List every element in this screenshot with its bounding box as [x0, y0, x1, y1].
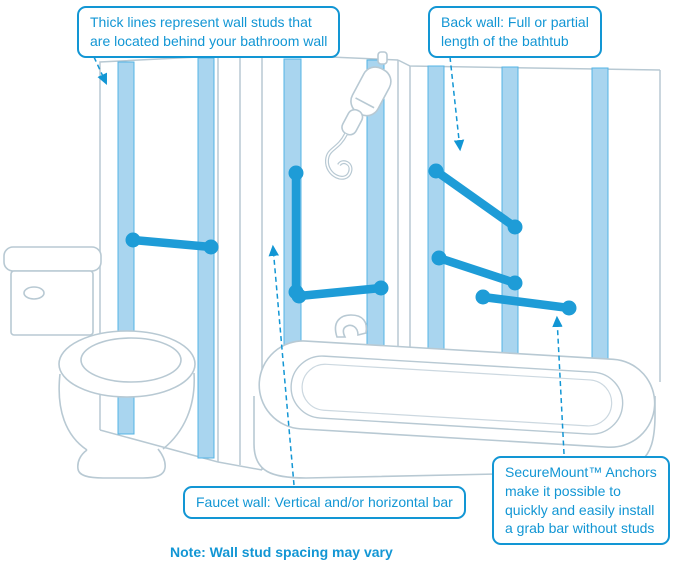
grab-bar	[428, 163, 523, 235]
shower-hose-highlight	[326, 133, 352, 179]
callout-wall-studs: Thick lines represent wall studs that ar…	[77, 6, 341, 58]
grab-bars	[125, 163, 577, 316]
wall-stud	[197, 57, 215, 459]
callout-line: are located behind your bathroom wall	[90, 32, 328, 49]
toilet-tank	[10, 270, 94, 336]
callout-line: Faucet wall: Vertical and/or horizontal …	[196, 494, 453, 510]
grab-bar	[431, 250, 523, 291]
callout-faucet-wall: Faucet wall: Vertical and/or horizontal …	[183, 486, 466, 519]
callout-line: a grab bar without studs	[505, 520, 655, 537]
tub-faucet	[334, 314, 368, 338]
grab-bar	[125, 232, 219, 255]
grab-bar	[291, 280, 389, 304]
note-text: Note: Wall stud spacing may vary	[170, 544, 393, 560]
grab-bar	[475, 289, 577, 316]
corner-panel-lines	[217, 54, 241, 465]
grab-bar	[288, 165, 304, 300]
leader-line-faucet-wall	[268, 244, 295, 486]
shower-handle	[341, 108, 364, 136]
leader-line-studs	[93, 56, 107, 86]
shower-face-line	[355, 97, 375, 109]
toilet-flush-button	[23, 286, 45, 300]
toilet	[3, 246, 196, 479]
leader-line-securemount	[552, 315, 565, 455]
toilet-bowl-right	[162, 372, 195, 450]
callout-back-wall: Back wall: Full or partial length of the…	[428, 6, 602, 58]
callout-line: make it possible to	[505, 482, 621, 499]
toilet-base	[77, 448, 166, 479]
toilet-bowl-left	[58, 373, 88, 451]
callout-line: Back wall: Full or partial	[441, 14, 589, 30]
toilet-seat-inner	[80, 337, 182, 383]
shower-bracket	[377, 51, 388, 65]
callout-line: quickly and easily install	[505, 501, 655, 518]
callout-line: Thick lines represent wall studs that	[90, 14, 312, 30]
toilet-tank-lid	[3, 246, 102, 272]
callout-line: SecureMount™ Anchors	[505, 464, 657, 480]
wall-stud	[427, 65, 445, 359]
wall-stud	[591, 67, 609, 369]
handheld-shower	[325, 51, 392, 180]
callout-line: length of the bathtub	[441, 32, 569, 49]
tub-basin-floor	[301, 363, 613, 427]
callout-securemount: SecureMount™ Anchors make it possible to…	[492, 456, 670, 545]
leader-lines	[93, 56, 565, 486]
left-wall-edge	[99, 55, 219, 430]
tub-inner-basin	[290, 355, 624, 435]
corner-panel-bottom	[217, 461, 263, 471]
leader-line-back-wall	[449, 56, 465, 152]
